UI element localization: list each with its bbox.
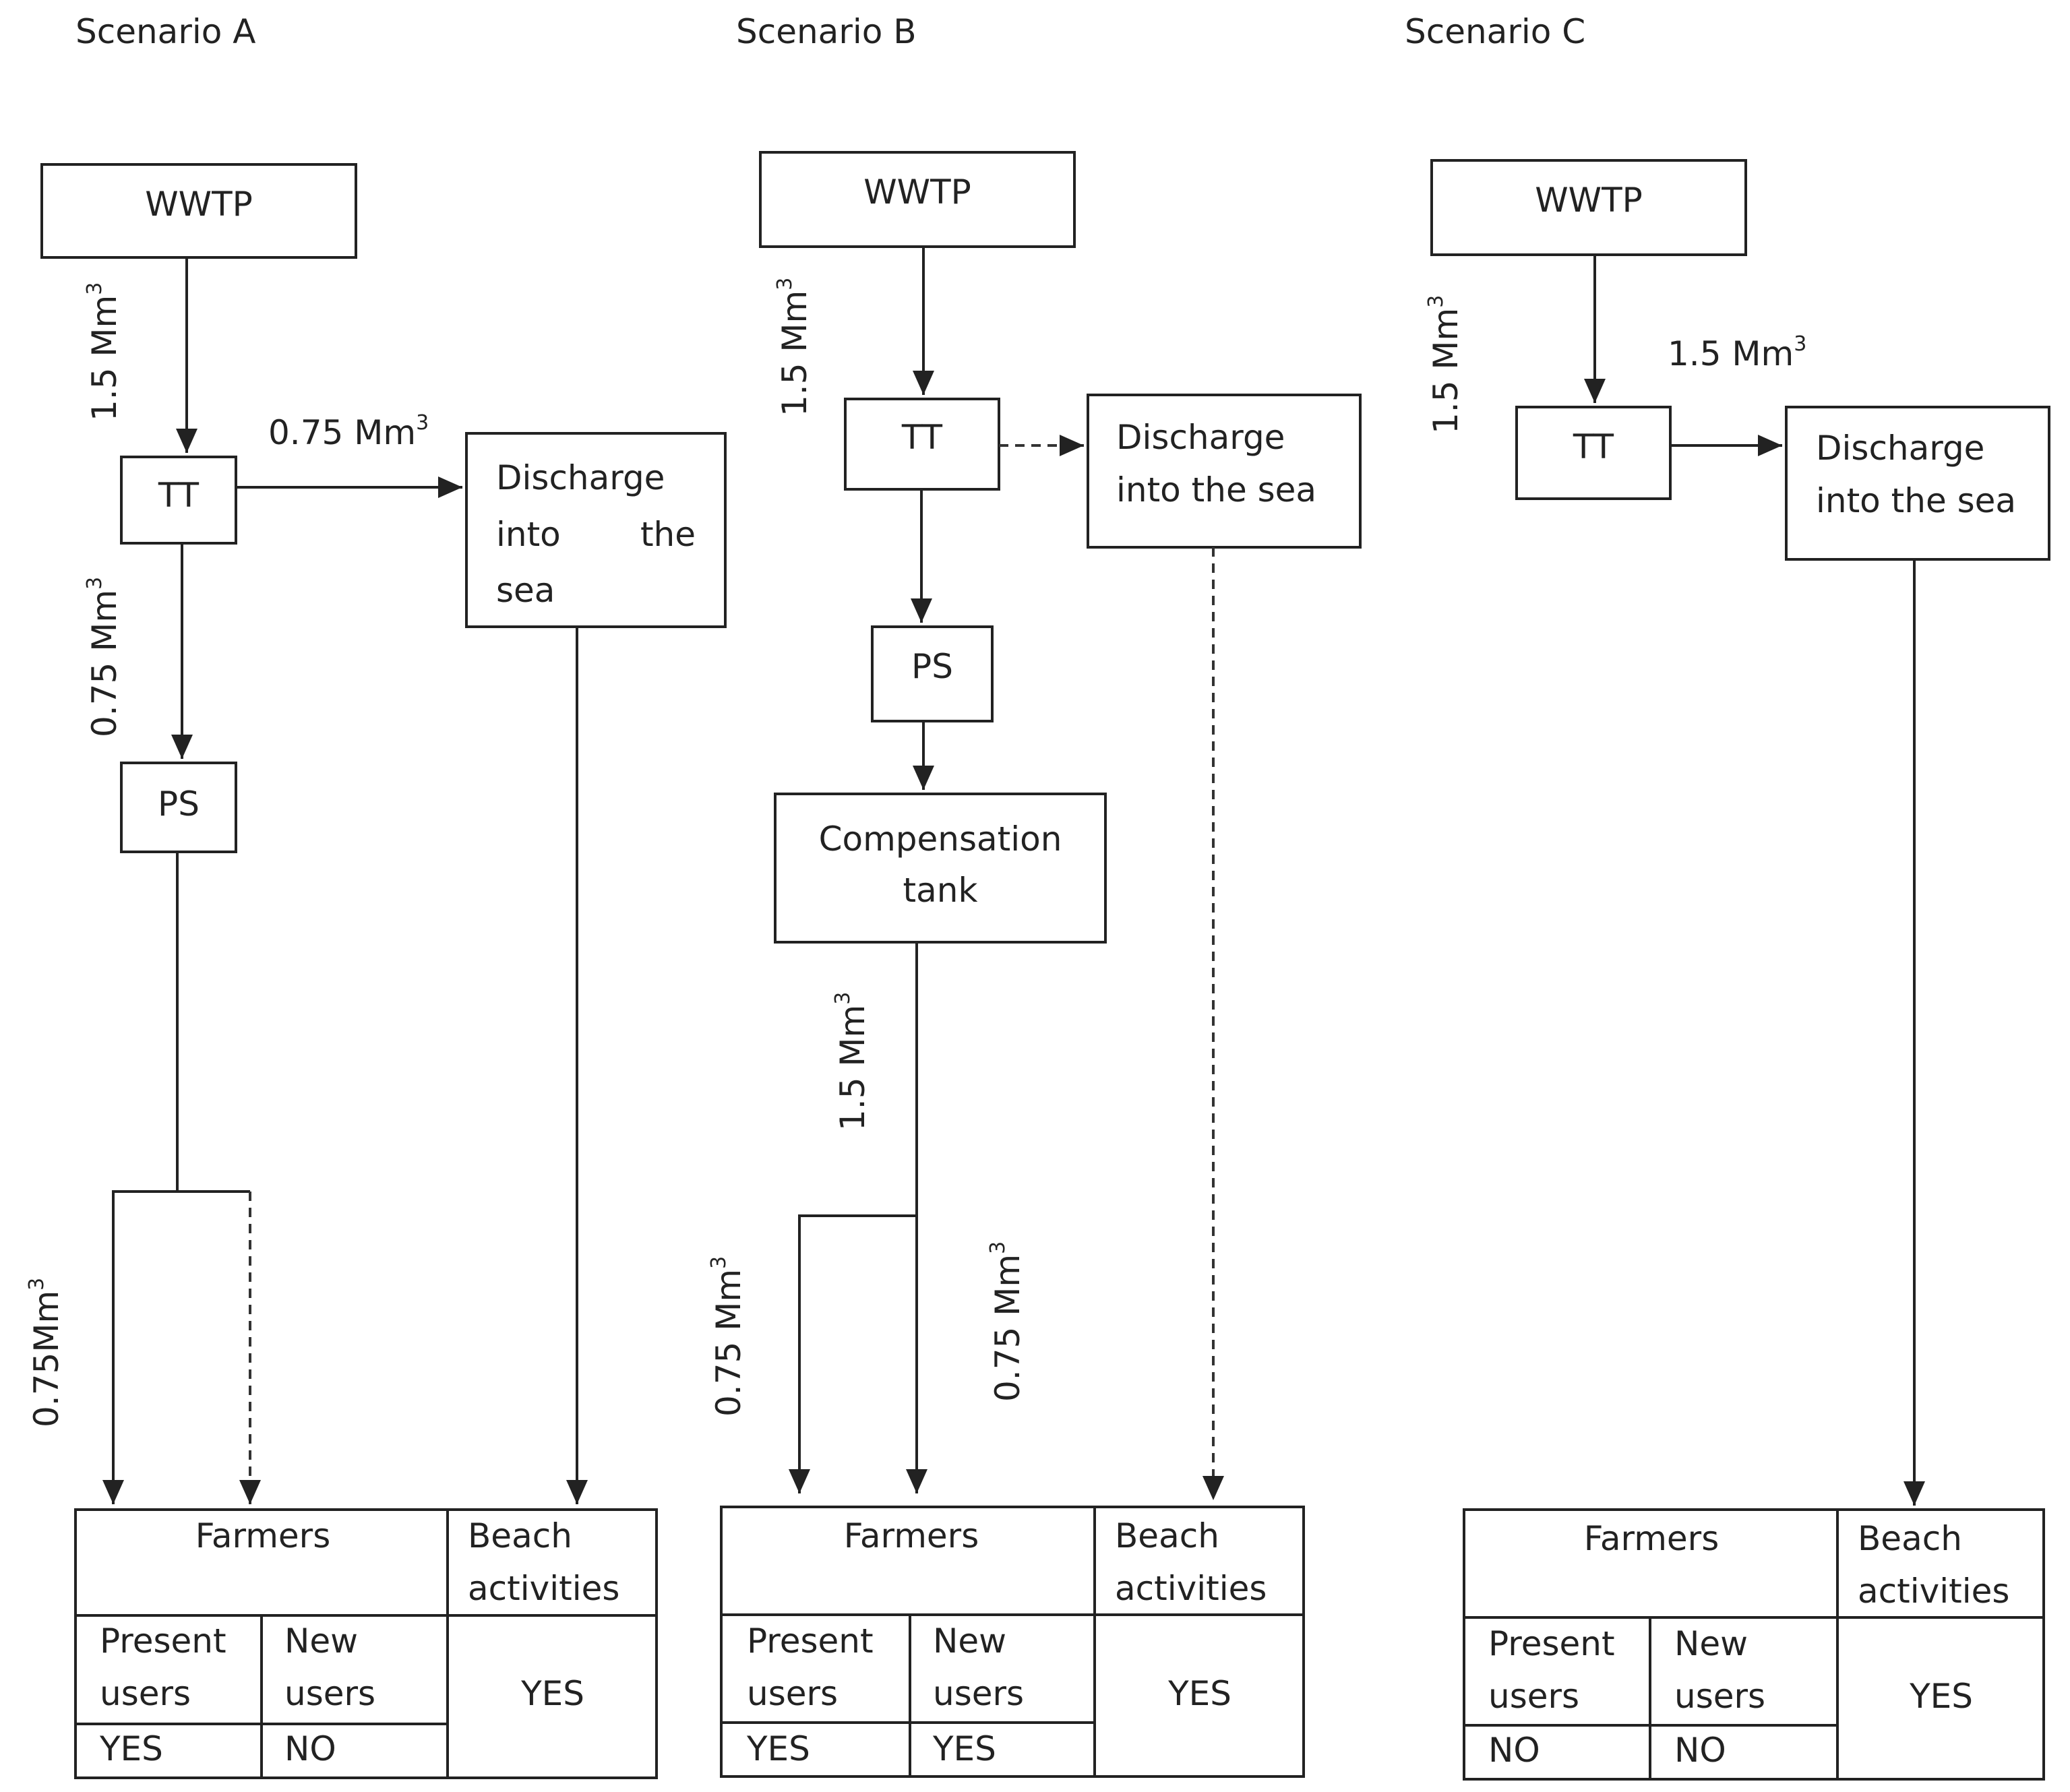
scenario-c-present-users-line1: Present [1488, 1624, 1615, 1663]
scenario-a-discharge-line2a: into [496, 515, 561, 554]
scenario-c-users-table: Farmers Beach activities Present users N… [1463, 1508, 2045, 1781]
scenario-b-beach-header-line2: activities [1115, 1569, 1267, 1608]
scenario-a-flow-tt-sea: 0.75 Mm3 [268, 411, 429, 452]
scenario-a-beach-header-line2: activities [468, 1569, 619, 1608]
scenario-b-beach-value: YES [1167, 1674, 1231, 1713]
scenario-c-beach-header-line2: activities [1858, 1572, 2009, 1611]
scenario-c-present-users-value: NO [1488, 1731, 1540, 1770]
scenario-a-new-users-line1: New [284, 1621, 358, 1661]
scenario-a-wwtp-box [40, 163, 357, 259]
scenario-a-present-users-line2: users [100, 1674, 191, 1713]
scenario-b-new-users-line1: New [933, 1621, 1006, 1661]
scenario-b-present-users-value: YES [746, 1729, 810, 1768]
scenario-b-arrow-comp-new-users [789, 1214, 917, 1493]
scenario-a-present-users-line1: Present [100, 1621, 226, 1661]
scenario-b-flow-wwtp-tt: 1.5 Mm3 [773, 278, 814, 416]
scenario-c-wwtp-box [1430, 159, 1747, 256]
scenario-a-flow-tt-ps: 0.75 Mm3 [83, 577, 124, 737]
scenario-b-flow-left: 0.75 Mm3 [707, 1256, 748, 1417]
scenario-a-present-users-value: YES [99, 1729, 163, 1768]
scenario-a-farmers-header: Farmers [195, 1516, 331, 1555]
scenario-a: Scenario A WWTP TT PS Discharge into the… [25, 12, 727, 1779]
scenario-a-users-table: Farmers Beach activities Present users N… [74, 1508, 658, 1779]
scenario-b-compensation-tank-box [774, 793, 1107, 944]
scenario-b-wwtp-label: WWTP [863, 173, 971, 212]
scenario-b-tt-box [844, 398, 1000, 491]
scenario-a-flow-to-farmers: 0.75Mm3 [25, 1278, 66, 1427]
scenario-b-flow-comp: 1.5 Mm3 [831, 992, 872, 1131]
scenario-a-discharge-box [465, 432, 727, 628]
scenario-a-discharge-line2b: the [640, 515, 696, 554]
scenario-a-tt-label: TT [158, 476, 200, 515]
scenario-c-beach-value: YES [1909, 1677, 1973, 1716]
scenario-c-present-users-line2: users [1488, 1677, 1579, 1716]
scenario-b-flow-right: 0.75 Mm3 [986, 1241, 1027, 1402]
scenario-a-new-users-line2: users [284, 1674, 375, 1713]
scenario-b-new-users-line2: users [933, 1674, 1024, 1713]
scenario-b-users-table: Farmers Beach activities Present users N… [720, 1506, 1305, 1778]
scenario-c-farmers-header: Farmers [1584, 1519, 1719, 1558]
scenario-b-present-users-line2: users [747, 1674, 838, 1713]
scenario-b-ps-label: PS [911, 647, 953, 686]
scenario-a-ps-label: PS [158, 784, 200, 824]
scenario-c-beach-header-line1: Beach [1858, 1519, 1962, 1558]
scenario-b-title: Scenario B [736, 12, 917, 51]
scenario-c: Scenario C WWTP TT Discharge into the se… [1405, 12, 2050, 1781]
scenario-c-tt-box [1515, 406, 1672, 500]
scenario-c-new-users-value: NO [1674, 1731, 1726, 1770]
scenario-a-wwtp-label: WWTP [145, 185, 253, 224]
scenario-a-tt-box [120, 456, 237, 545]
scenario-b-beach-header-line1: Beach [1115, 1516, 1219, 1555]
scenario-b-discharge-line1: Discharge [1116, 418, 1285, 457]
scenario-c-tt-label: TT [1573, 427, 1614, 466]
scenario-b-discharge-box [1087, 394, 1362, 549]
scenario-b-farmers-header: Farmers [844, 1516, 979, 1555]
scenario-b-ps-box [871, 625, 994, 722]
scenario-b: Scenario B WWTP TT Discharge into the se… [707, 12, 1362, 1778]
scenario-b-compensation-line1: Compensation [819, 820, 1062, 859]
scenario-a-arrow-ps-present-users [102, 852, 179, 1504]
scenario-a-beach-value: YES [520, 1674, 584, 1713]
scenario-b-compensation-line2: tank [903, 871, 978, 910]
scenario-c-wwtp-label: WWTP [1535, 181, 1643, 220]
scenario-c-new-users-line1: New [1674, 1624, 1748, 1663]
scenario-a-title: Scenario A [75, 12, 255, 51]
scenario-c-new-users-line2: users [1674, 1677, 1765, 1716]
scenario-b-tt-label: TT [901, 418, 943, 457]
scenario-b-discharge-line2: into the sea [1116, 470, 1316, 509]
scenario-a-beach-header-line1: Beach [468, 1516, 572, 1555]
scenario-a-new-users-value: NO [284, 1729, 336, 1768]
scenario-a-flow-wwtp-tt: 1.5 Mm3 [83, 282, 124, 421]
scenario-b-wwtp-box [759, 151, 1076, 248]
scenario-c-discharge-line1: Discharge [1816, 429, 1984, 468]
scenario-c-title: Scenario C [1405, 12, 1585, 51]
scenario-a-discharge-line3: sea [496, 571, 555, 610]
scenario-a-discharge-line1: Discharge [496, 458, 665, 497]
scenario-c-flow-tt-sea: 1.5 Mm3 [1668, 332, 1806, 373]
scenario-b-new-users-value: YES [932, 1729, 996, 1768]
scenario-c-discharge-box [1785, 406, 2050, 561]
scenario-c-flow-wwtp-tt: 1.5 Mm3 [1424, 295, 1465, 434]
scenario-b-present-users-line1: Present [747, 1621, 874, 1661]
scenario-c-discharge-line2: into the sea [1816, 481, 2016, 520]
